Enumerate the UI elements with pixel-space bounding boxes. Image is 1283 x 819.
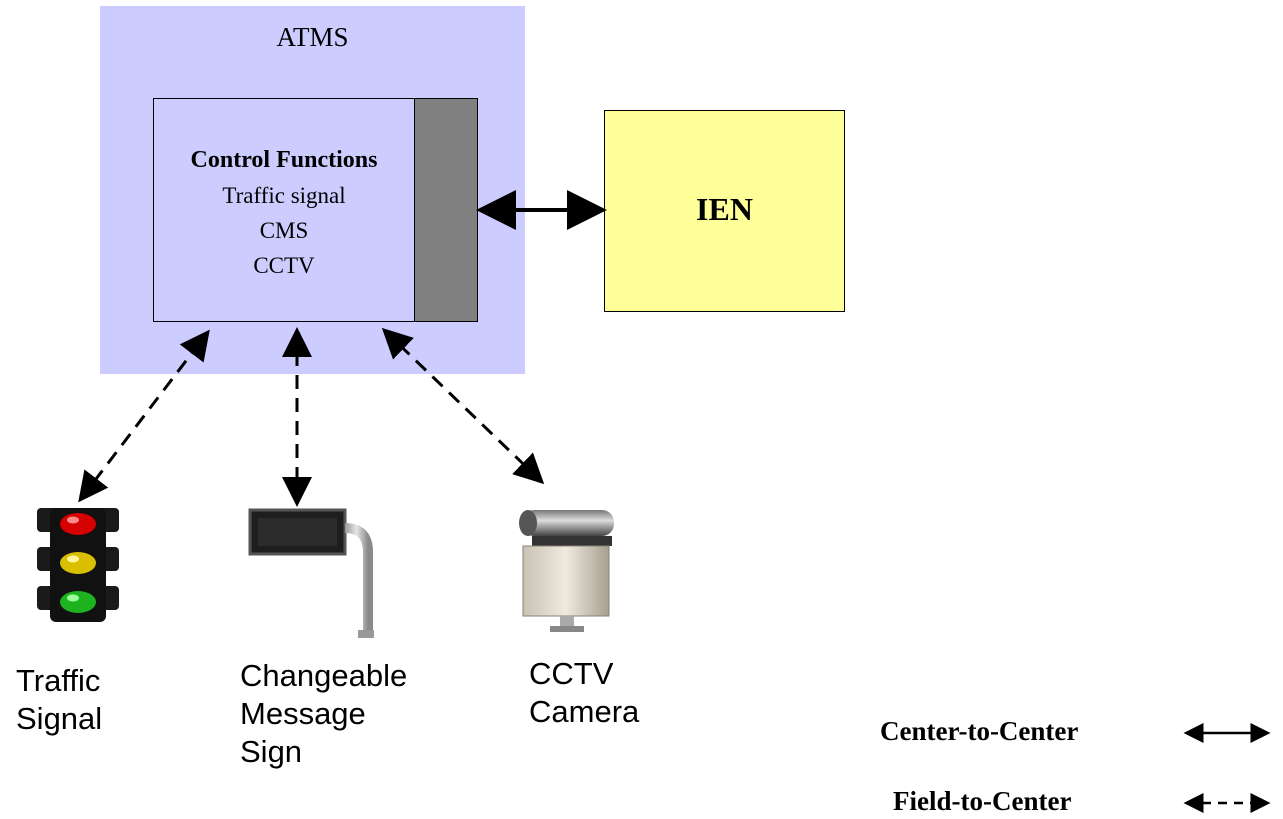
traffic-signal-icon xyxy=(37,508,119,622)
ien-label: IEN xyxy=(696,191,753,227)
control-functions-box xyxy=(153,98,415,322)
field-arrow-traffic-signal xyxy=(78,329,210,503)
device-label-line: Signal xyxy=(16,701,103,736)
device-label-line: Camera xyxy=(529,694,640,729)
device-label-cctv-camera: CCTV Camera xyxy=(529,655,639,731)
cctv-camera-icon xyxy=(519,510,614,632)
ien-box xyxy=(604,110,845,312)
atms-title: ATMS xyxy=(276,22,349,52)
device-label-line: CCTV xyxy=(529,656,614,691)
device-label-line: Sign xyxy=(240,734,303,769)
control-functions-text: Control Functions Traffic signal CMS CCT… xyxy=(153,142,415,283)
device-label-traffic-signal: Traffic Signal xyxy=(16,662,102,738)
control-functions-title: Control Functions xyxy=(190,147,378,173)
device-label-line: Changeable xyxy=(240,658,408,693)
legend-center-to-center-label: Center-to-Center xyxy=(880,716,1079,746)
field-arrow-cctv xyxy=(381,327,545,485)
control-function-item-cctv: CCTV xyxy=(253,253,315,278)
device-label-cms: Changeable Message Sign xyxy=(240,657,407,771)
device-label-line: Message xyxy=(240,696,366,731)
legend-field-to-center-label: Field-to-Center xyxy=(893,786,1072,816)
device-label-line: Traffic xyxy=(16,663,101,698)
changeable-message-sign-icon xyxy=(248,508,374,638)
control-function-item-traffic-signal: Traffic signal xyxy=(222,183,346,208)
control-function-item-cms: CMS xyxy=(259,218,309,243)
